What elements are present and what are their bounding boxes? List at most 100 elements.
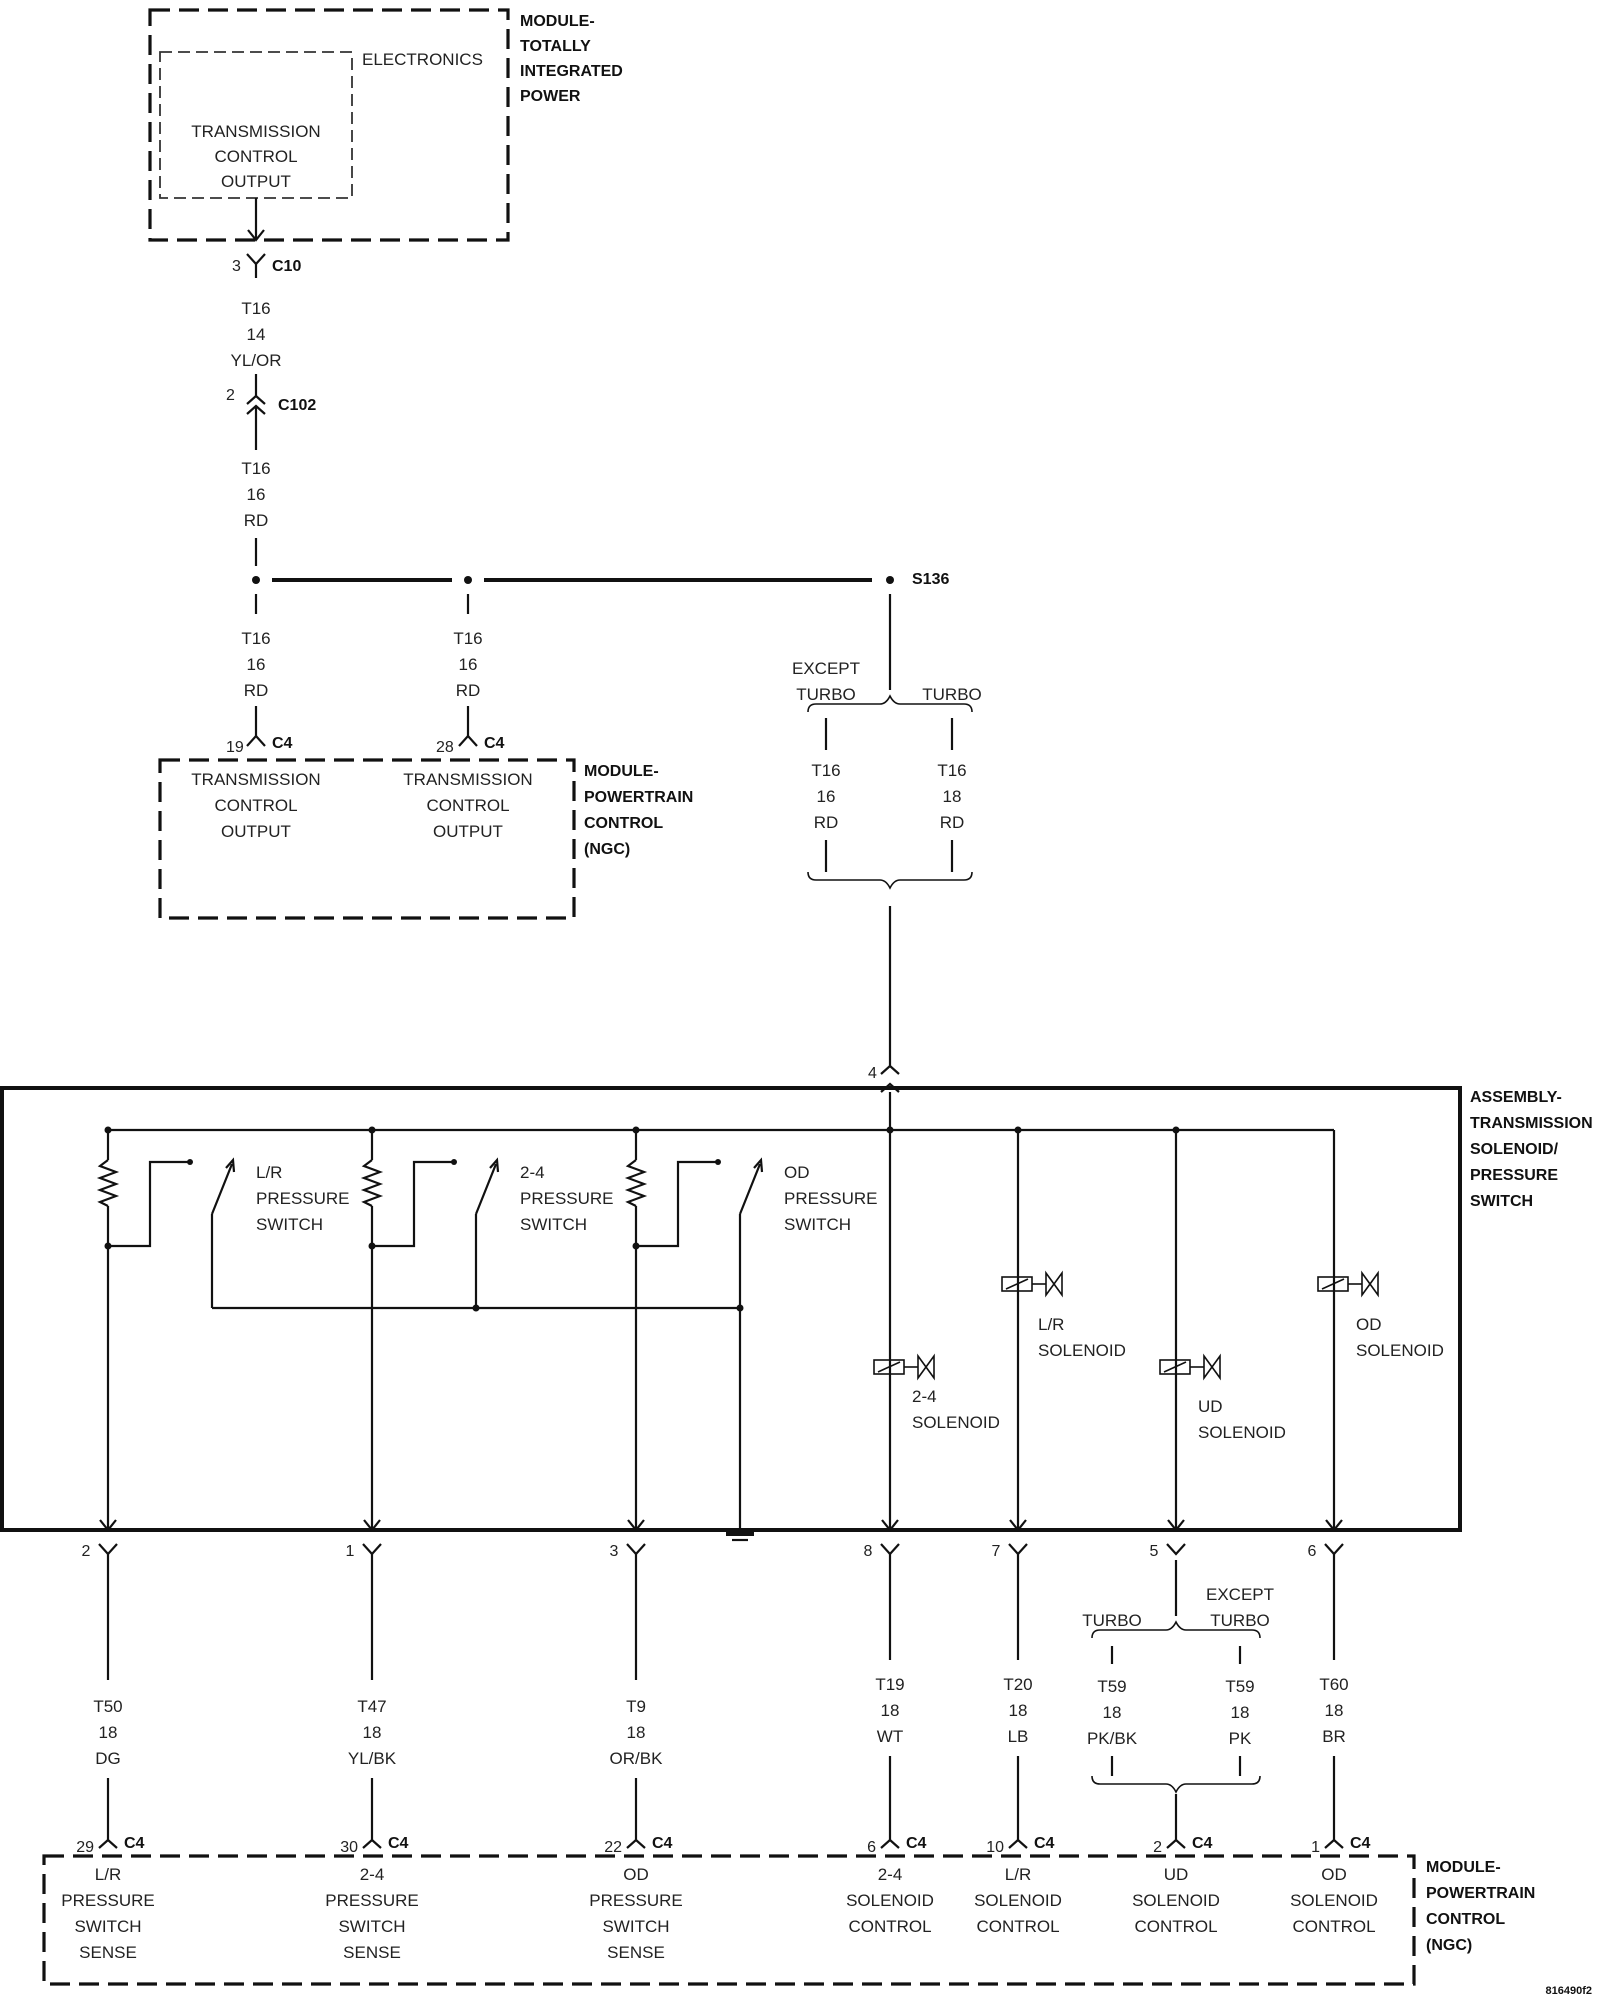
sud-label-1: UD (1198, 1397, 1223, 1416)
lr-switch-label-3: SWITCH (256, 1215, 323, 1234)
pcm-input-label: UD (1164, 1865, 1189, 1884)
c102-pin: 2 (226, 387, 235, 404)
pcm-out2-label-2: CONTROL (426, 796, 509, 815)
tipm-title-1: MODULE- (520, 13, 595, 30)
pcm-out2-color: RD (456, 681, 481, 700)
pcm-top-module: TRANSMISSION CONTROL OUTPUT TRANSMISSION… (158, 758, 693, 920)
pcm-out1-label-1: TRANSMISSION (191, 770, 320, 789)
pcm-out2-label-1: TRANSMISSION (403, 770, 532, 789)
assembly-out-pin: 3 (610, 1543, 619, 1560)
pcm-conn: C4 (1192, 1835, 1213, 1852)
pcm-input-label: CONTROL (1134, 1917, 1217, 1936)
wire-color: WT (877, 1727, 903, 1746)
p24-switch-label-3: SWITCH (520, 1215, 587, 1234)
turbo-except-circuit: T16 (811, 761, 840, 780)
assembly-title-1: ASSEMBLY- (1470, 1089, 1562, 1106)
pcm-out2-label-3: OUTPUT (433, 822, 503, 841)
pcm-input-label: PRESSURE (61, 1891, 155, 1910)
ud-split-except-1: EXCEPT (1206, 1585, 1274, 1604)
p24-switch-label-2: PRESSURE (520, 1189, 614, 1208)
wire-color: OR/BK (610, 1749, 664, 1768)
pcm-input-label: SWITCH (602, 1917, 669, 1936)
pcm-bottom-title-1: MODULE- (1426, 1859, 1501, 1876)
turbo-except-color: RD (814, 813, 839, 832)
pcm-input-label: SWITCH (74, 1917, 141, 1936)
sod-label-1: OD (1356, 1315, 1382, 1334)
wire-color: DG (95, 1749, 121, 1768)
pcm-input-label: CONTROL (848, 1917, 931, 1936)
pcm-out2-conn: C4 (484, 735, 505, 752)
od-switch-label-2: PRESSURE (784, 1189, 878, 1208)
pcm-conn: C4 (906, 1835, 927, 1852)
od-switch-label-1: OD (784, 1163, 810, 1182)
s24-solenoid: 2-4 SOLENOID (873, 1130, 1000, 1530)
wire-mid-color: RD (244, 511, 269, 530)
transmission-solenoid-assembly: ASSEMBLY- TRANSMISSION SOLENOID/ PRESSUR… (0, 1086, 1593, 1532)
wire-color: YL/BK (348, 1749, 397, 1768)
pcm-out1-label-3: OUTPUT (221, 822, 291, 841)
pcm-out1-circuit: T16 (241, 629, 270, 648)
ud-except-circuit: T59 (1225, 1677, 1254, 1696)
pcm-out1-conn: C4 (272, 735, 293, 752)
pcm-input-label: SENSE (607, 1943, 665, 1962)
tipm-output-1: TRANSMISSION (191, 122, 320, 141)
wire-mid-circuit: T16 (241, 459, 270, 478)
pcm-conn: C4 (652, 1835, 673, 1852)
pcm-top-title-2: POWERTRAIN (584, 789, 693, 806)
s24-label-2: SOLENOID (912, 1413, 1000, 1432)
c102-name: C102 (278, 397, 316, 414)
pcm-conn: C4 (1350, 1835, 1371, 1852)
pcm-out2-circuit: T16 (453, 629, 482, 648)
od-pressure-switch-circuit: OD PRESSURE SWITCH (624, 1130, 878, 1530)
ud-except-gauge: 18 (1231, 1703, 1250, 1722)
tipm-title-4: POWER (520, 88, 581, 105)
pcm-out1-color: RD (244, 681, 269, 700)
pcm-pin: 1 (1311, 1839, 1320, 1856)
pcm-top-title-4: (NGC) (584, 841, 630, 858)
tipm-title-3: INTEGRATED (520, 63, 623, 80)
diagram-id: 816490f2 (1546, 1985, 1593, 1997)
pcm-input-label: OD (1321, 1865, 1347, 1884)
p24-switch-label-1: 2-4 (520, 1163, 545, 1182)
splice-s136: S136 (912, 571, 949, 588)
wire-circuit: T50 (93, 1697, 122, 1716)
pcm-top-title-1: MODULE- (584, 763, 659, 780)
pcm-conn: C4 (388, 1835, 409, 1852)
pcm-bottom-title-3: CONTROL (1426, 1911, 1505, 1928)
c10-pin: 3 (232, 258, 241, 275)
pcm-input-label: PRESSURE (589, 1891, 683, 1910)
pcm-conn: C4 (124, 1835, 145, 1852)
turbo-circuit: T16 (937, 761, 966, 780)
turbo-split-turbo: TURBO (922, 685, 982, 704)
assembly-out-pin: 2 (82, 1543, 91, 1560)
c10-connector: 3 C10 (232, 253, 301, 278)
pcm-input-label: SOLENOID (846, 1891, 934, 1910)
wire-color: LB (1008, 1727, 1029, 1746)
sod-solenoid: OD SOLENOID (1317, 1130, 1444, 1530)
pcm-pin: 30 (340, 1839, 358, 1856)
wire-circuit: T20 (1003, 1675, 1032, 1694)
c102-connector: 2 C102 (226, 387, 316, 450)
pcm-bottom-title-4: (NGC) (1426, 1937, 1472, 1954)
wire-gauge: 18 (99, 1723, 118, 1742)
turbo-split-except-2: TURBO (796, 685, 856, 704)
assembly-title-2: TRANSMISSION (1470, 1115, 1593, 1132)
pcm-bottom-title-2: POWERTRAIN (1426, 1885, 1535, 1902)
wire-gauge: 18 (363, 1723, 382, 1742)
wire-top-color: YL/OR (230, 351, 281, 370)
assembly-out-pin: 8 (864, 1543, 873, 1560)
assembly-out-pin: 7 (992, 1543, 1001, 1560)
p24-pressure-switch-circuit: 2-4 PRESSURE SWITCH (360, 1130, 614, 1530)
ud-split-except-2: TURBO (1210, 1611, 1270, 1630)
ud-turbo-gauge: 18 (1103, 1703, 1122, 1722)
assembly-out-pin: 6 (1308, 1543, 1317, 1560)
assembly-out-pin: 1 (346, 1543, 355, 1560)
ud-split-turbo: TURBO (1082, 1611, 1142, 1630)
lr-switch-label-1: L/R (256, 1163, 282, 1182)
sud-solenoid: UD SOLENOID (1159, 1130, 1286, 1530)
